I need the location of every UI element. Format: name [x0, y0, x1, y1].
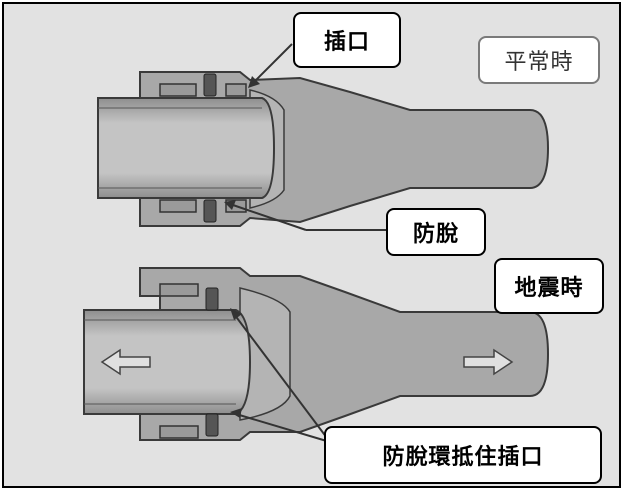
- earthquake-state-label: 地震時: [494, 258, 604, 314]
- left-arrow-icon: [100, 348, 151, 376]
- anti-detach-label: 防脫: [386, 208, 486, 256]
- normal-state-label: 平常時: [478, 36, 600, 84]
- normal-joint: [97, 43, 550, 231]
- ring-against-spigot-label: 防脫環抵住插口: [324, 426, 602, 484]
- spigot-label: 插口: [293, 12, 401, 68]
- spigot-pipe-top: [97, 97, 276, 199]
- right-arrow-icon: [463, 348, 514, 376]
- earthquake-joint: [83, 267, 550, 443]
